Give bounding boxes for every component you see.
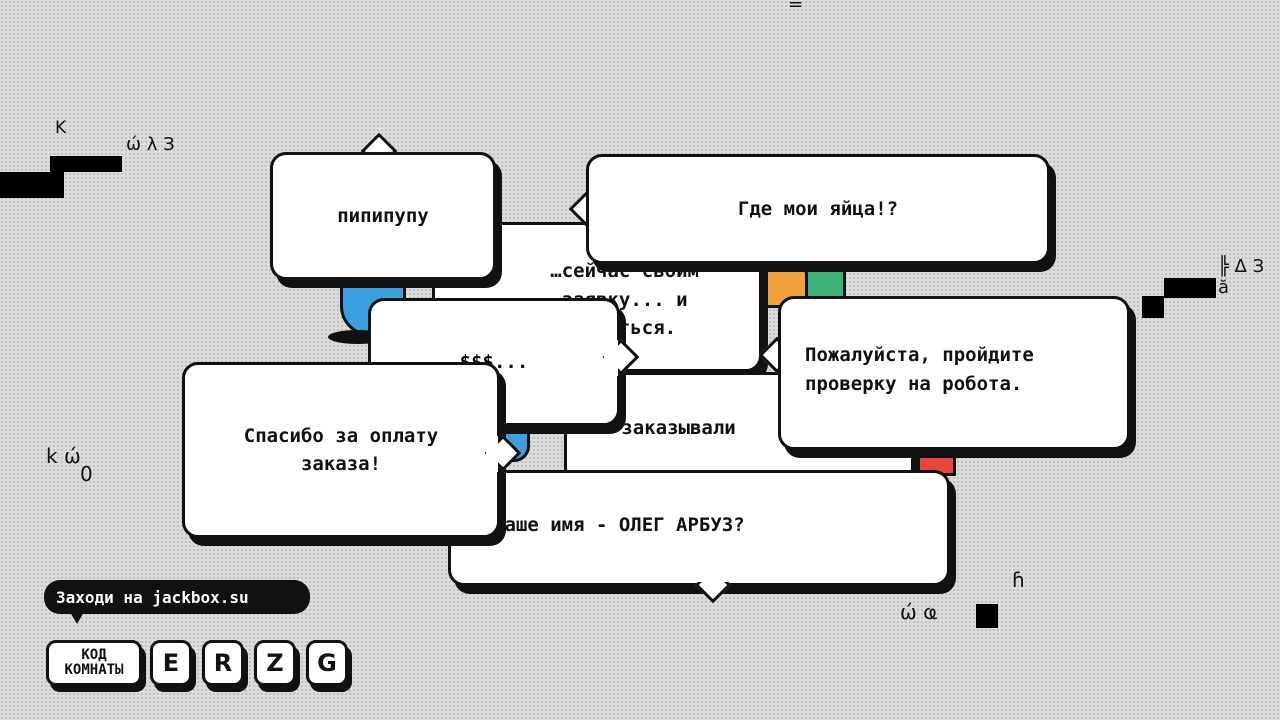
room-code-letter: R xyxy=(202,640,244,686)
glyph-left-mid-zero: 0 xyxy=(80,462,93,486)
speech-bubble-name: Ваше имя - ОЛЕГ АРБУЗ? xyxy=(448,470,950,586)
room-code-letter: Z xyxy=(254,640,296,686)
pixel-block xyxy=(0,172,64,198)
glyph-left-k: K xyxy=(55,118,67,138)
bubble-text: Где мои яйца!? xyxy=(737,197,899,220)
bubble-text: Пожалуйста, пройдите проверку на робота. xyxy=(805,344,1034,395)
room-code-letter-text: R xyxy=(213,649,233,677)
glyph-left-mid-k: k ώ xyxy=(46,444,81,468)
room-code-letter-text: Z xyxy=(266,649,284,677)
room-code-letter-text: E xyxy=(162,649,180,677)
glyph-left-omega: ώ λ З xyxy=(126,134,175,155)
bubble-text: пипипупу xyxy=(337,204,429,227)
room-code-letter: G xyxy=(306,640,348,686)
join-site-text: Заходи на jackbox.su xyxy=(56,587,249,607)
speech-bubble-thanks: Спасибо за оплату заказа! xyxy=(182,362,500,538)
speech-bubble-pipipupu: пипипупу xyxy=(270,152,496,280)
pixel-block xyxy=(1164,278,1216,298)
room-code-letter-text: G xyxy=(317,649,337,677)
pixel-block xyxy=(50,156,122,172)
pixel-block xyxy=(976,604,998,628)
glyph-top-center: = xyxy=(788,0,804,15)
join-site-pill: Заходи на jackbox.su xyxy=(44,580,310,614)
glyph-bottom-right-phi: ώ ҩ xyxy=(900,600,937,624)
room-code-label: КОД КОМНАТЫ xyxy=(64,647,124,678)
bubble-text: Спасибо за оплату заказа! xyxy=(243,424,439,476)
room-code-label-box: КОД КОМНАТЫ xyxy=(46,640,142,686)
join-pill-tail xyxy=(70,612,84,624)
glyph-right-top: ╠ Δ З ă xyxy=(1218,256,1265,298)
bubble-text: Ваше имя - ОЛЕГ АРБУЗ? xyxy=(493,513,745,536)
speech-bubble-eggs: Где мои яйца!? xyxy=(586,154,1050,264)
room-code-letter: E xyxy=(150,640,192,686)
speech-bubble-robot-check: Пожалуйста, пройдите проверку на робота. xyxy=(778,296,1130,450)
glyph-bottom-right-h: ɦ xyxy=(1012,568,1025,592)
pixel-block xyxy=(1142,296,1164,318)
